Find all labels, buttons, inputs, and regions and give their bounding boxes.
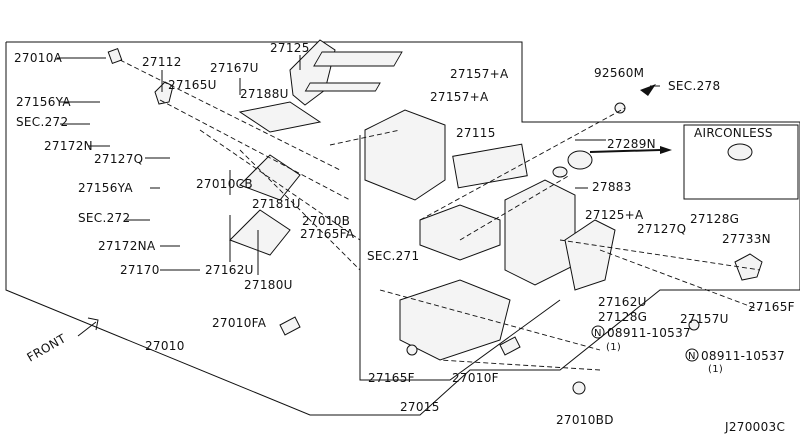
label-27128G: 27128G [690, 212, 739, 226]
label-27010BD: 27010BD [556, 413, 614, 427]
label-27010: 27010 [145, 339, 185, 353]
part-labels: 27010A 27112 27125 27167U 27165U 27188U … [14, 41, 795, 427]
label-27015: 27015 [400, 400, 440, 414]
label-27128G-2: 27128G [598, 310, 647, 324]
label-27181U: 27181U [252, 197, 301, 211]
front-label: FRONT [25, 331, 69, 365]
part-shapes [107, 39, 763, 395]
label-27172NA: 27172NA [98, 239, 156, 253]
label-27010B: 27010B [302, 214, 350, 228]
label-sec278: SEC.278 [668, 79, 720, 93]
label-sec272-2: SEC.272 [78, 211, 130, 225]
label-27162U-2: 27162U [598, 295, 647, 309]
nut-symbol-2: N [688, 351, 696, 362]
nut-symbol-icon-2 [685, 348, 699, 362]
label-27165U: 27165U [168, 78, 217, 92]
label-27156YA-2: 27156YA [78, 181, 133, 195]
label-27156YA: 27156YA [16, 95, 71, 109]
label-27733N: 27733N [722, 232, 771, 246]
label-27165F-2: 27165F [368, 371, 415, 385]
label-sec272: SEC.272 [16, 115, 68, 129]
label-27010CB: 27010CB [196, 177, 253, 191]
diagram-code: J270003C [724, 420, 785, 434]
label-27180U: 27180U [244, 278, 293, 292]
label-27127Q: 27127Q [94, 152, 143, 166]
label-27125: 27125 [270, 41, 310, 55]
label-08911-10537: 08911-10537 [607, 326, 691, 340]
label-27010A: 27010A [14, 51, 63, 65]
label-27010F: 27010F [452, 371, 499, 385]
label-27162U: 27162U [205, 263, 254, 277]
label-27157A-2: 27157+A [430, 90, 489, 104]
nut-symbol: N [594, 328, 602, 339]
label-27157A: 27157+A [450, 67, 509, 81]
airconless-box [683, 124, 799, 200]
sub-assembly-outline [359, 135, 561, 381]
label-qty-1: (1) [606, 342, 621, 353]
nut-symbol-icon [591, 325, 605, 339]
label-27165F: 27165F [748, 300, 795, 314]
label-sec271: SEC.271 [367, 249, 419, 263]
label-27172N: 27172N [44, 139, 93, 153]
label-08911-10537-2: 08911-10537 [701, 349, 785, 363]
front-indicator: FRONT [25, 317, 99, 365]
label-27157U: 27157U [680, 312, 729, 326]
assembly-outline [5, 41, 800, 416]
label-27165FA: 27165FA [300, 227, 355, 241]
label-27125A: 27125+A [585, 208, 644, 222]
label-27010FA: 27010FA [212, 316, 267, 330]
label-27883: 27883 [592, 180, 632, 194]
label-27167U: 27167U [210, 61, 259, 75]
label-qty-1-2: (1) [708, 364, 723, 375]
label-27127Q-2: 27127Q [637, 222, 686, 236]
label-27188U: 27188U [240, 87, 289, 101]
label-92560M: 92560M [594, 66, 644, 80]
label-27112: 27112 [142, 55, 182, 69]
label-27289N: 27289N [607, 137, 656, 151]
airconless-title: AIRCONLESS [694, 126, 773, 140]
label-27170: 27170 [120, 263, 160, 277]
label-27115: 27115 [456, 126, 496, 140]
leader-lines [57, 55, 761, 371]
front-arrow-icon [77, 317, 99, 337]
